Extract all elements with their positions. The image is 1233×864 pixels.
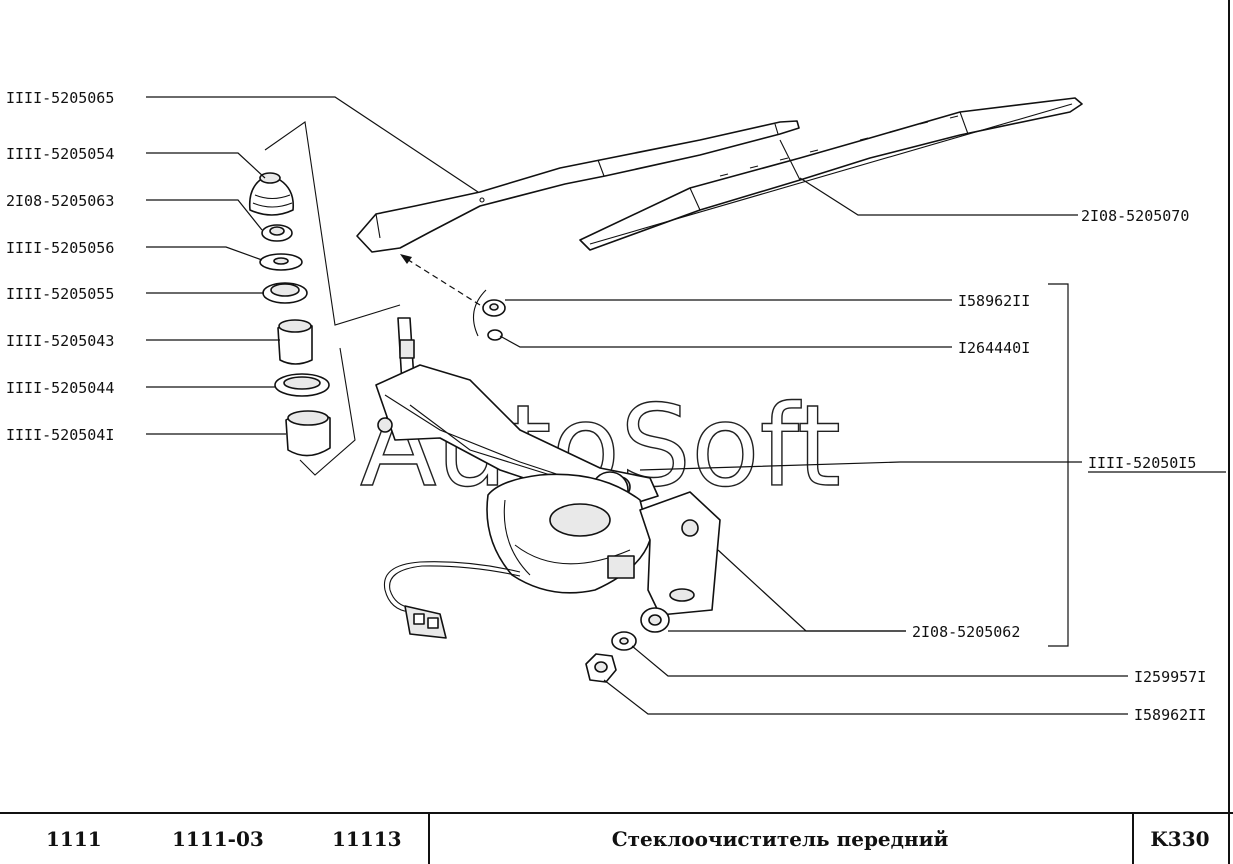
wiper-motor-assembly [375, 317, 721, 639]
callout-label: 2I08-5205063 [6, 192, 114, 210]
callout-labels: IIII-5205065 IIII-5205054 2I08-5205063 I… [6, 89, 1226, 724]
callout-label: I259957I [1134, 668, 1206, 686]
callout-label: IIII-5205055 [6, 285, 114, 303]
assembly-arrow [400, 254, 487, 337]
callout-label: 2I08-5205070 [1081, 207, 1189, 225]
callout-label: IIII-5205044 [6, 379, 114, 397]
cap-nut [261, 224, 293, 242]
arm-nut [482, 299, 506, 317]
callout-label: I58962II [1134, 706, 1206, 724]
callout-label: 2I08-5205062 [912, 623, 1020, 641]
model-code: 1111 [46, 827, 102, 851]
callout-label: I58962II [958, 292, 1030, 310]
lower-nut [585, 653, 617, 683]
callout-label: I264440I [958, 339, 1030, 357]
callout-label: IIII-5205056 [6, 239, 114, 257]
sheet-code: K330 [1150, 827, 1210, 851]
wiper-blade [579, 97, 1083, 251]
arm-washer [487, 329, 503, 341]
drawing-title: Стеклоочиститель передний [611, 827, 949, 851]
frame-border [1228, 0, 1230, 864]
exploded-frame [264, 121, 401, 476]
title-block: 1111 1111-03 11113 Стеклоочиститель пере… [0, 812, 1233, 864]
callout-label: IIII-5205054 [6, 145, 114, 163]
leader-lines [146, 96, 1128, 715]
model-code: 11113 [332, 827, 402, 851]
model-code: 1111-03 [172, 827, 264, 851]
spacer-ring [274, 373, 330, 397]
callout-label: IIII-52050I5 [1088, 454, 1196, 472]
bushing-sleeve [277, 319, 313, 365]
seal-ring [262, 282, 308, 304]
washer [259, 253, 303, 271]
parts-diagram: AutoSoft [6, 89, 1226, 724]
rubber-boot [248, 172, 295, 216]
bushing-lower [640, 607, 670, 633]
callout-label: IIII-520504I [6, 426, 114, 444]
divider [1132, 814, 1134, 864]
divider [428, 814, 430, 864]
callout-label: IIII-5205065 [6, 89, 114, 107]
callout-label: IIII-5205043 [6, 332, 114, 350]
lower-washer [611, 631, 637, 651]
wiper-arm [356, 120, 800, 253]
mount-bushing [285, 410, 331, 457]
